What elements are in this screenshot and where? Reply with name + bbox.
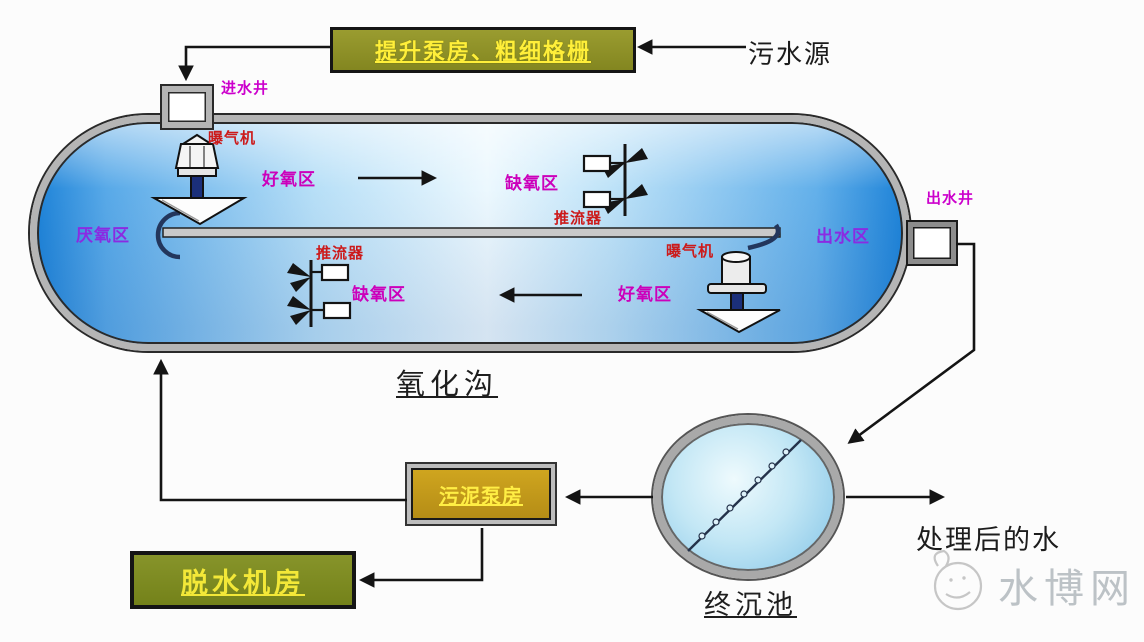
zone-aerobic-top-label: 好氧区 [262, 170, 316, 190]
lift-pump-house-box: 提升泵房、粗细格栅 [330, 27, 636, 73]
inlet-well-label: 进水井 [221, 79, 270, 97]
treated-water-label: 处理后的水 [916, 525, 1061, 556]
dewatering-room-label: 脱水机房 [181, 567, 305, 599]
zone-outlet-label: 出水区 [816, 227, 870, 247]
zone-aerobic-bottom-label: 好氧区 [618, 285, 672, 305]
sludge-pump-house-box: 污泥泵房 [405, 462, 557, 526]
aerator-top-label: 曝气机 [208, 129, 257, 147]
aerator-bottom-label: 曝气机 [666, 242, 715, 260]
sludge-pump-house-inner: 污泥泵房 [411, 468, 551, 520]
outlet-well-box [908, 222, 956, 264]
zone-anoxic-bottom-label: 缺氧区 [352, 285, 406, 305]
oxidation-ditch-basin [30, 115, 910, 351]
sludge-pump-house-label: 污泥泵房 [439, 483, 523, 508]
final-clarifier-tank [653, 415, 843, 579]
arrow-sludge-to-dewatering [358, 528, 484, 588]
arrow-pumphouse-to-inlet [178, 45, 331, 82]
oxidation-ditch-title: 氧化沟 [396, 367, 499, 401]
outlet-well-label: 出水井 [926, 189, 975, 207]
lift-pump-house-label: 提升泵房、粗细格栅 [374, 40, 591, 65]
watermark-logo-icon [933, 549, 983, 611]
propeller-bottom-label: 推流器 [316, 244, 365, 262]
inlet-well-box [162, 86, 212, 128]
sewage-source-label: 污水源 [748, 40, 833, 70]
arrow-sludge-return [153, 358, 407, 502]
zone-anaerobic-label: 厌氧区 [76, 226, 130, 246]
propeller-top-label: 推流器 [554, 209, 603, 227]
dewatering-room-box: 脱水机房 [130, 551, 356, 609]
zone-anoxic-top-label: 缺氧区 [505, 174, 559, 194]
final-clarifier-label: 终沉池 [704, 590, 797, 621]
watermark-text: 水博网 [998, 566, 1136, 612]
